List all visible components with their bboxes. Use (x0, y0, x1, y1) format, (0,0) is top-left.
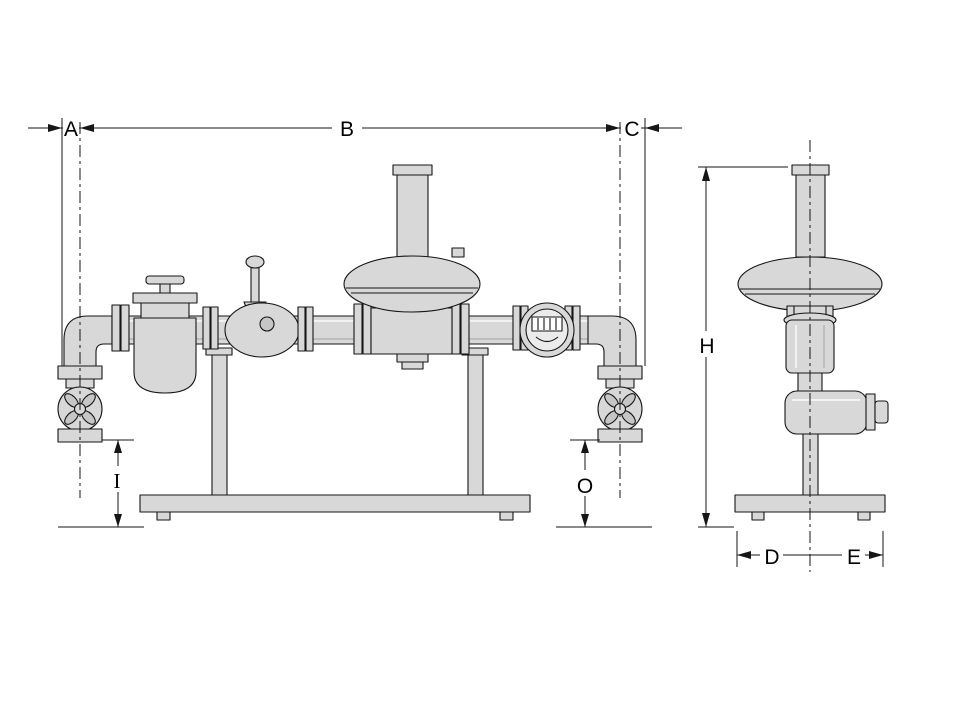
arrow-i-bottom (114, 514, 122, 527)
dimension-label-b: B (340, 118, 354, 141)
geometry (48, 164, 889, 521)
arrow-d-left (737, 551, 751, 559)
arrow-e-right (869, 551, 883, 559)
flange (353, 303, 363, 355)
right-elbow (587, 315, 637, 369)
dimension-label-e: E (847, 546, 861, 569)
front-view (48, 164, 652, 521)
flange (362, 303, 372, 355)
label-backgrounds (63, 116, 865, 567)
valve-stem (250, 265, 260, 307)
arrow-o-top (581, 440, 589, 453)
dimension-label-i: I (114, 469, 121, 493)
strainer-handle (145, 275, 185, 285)
arrow-h-bottom (702, 513, 710, 527)
pilot-cap (392, 164, 433, 176)
gas-meter (512, 302, 581, 358)
dimension-label-d: D (764, 546, 779, 569)
base-foot (857, 511, 871, 521)
valve-stem-knob (245, 255, 265, 269)
dimension-i-lines (58, 439, 144, 528)
dimension-label-a: A (64, 118, 78, 141)
flange (202, 306, 211, 350)
dimension-labels: A B C H I O D E (64, 118, 861, 569)
arrow-o-bottom (581, 514, 589, 527)
flange (451, 303, 461, 355)
side-view (734, 164, 889, 521)
pilot-cylinder (396, 173, 429, 258)
arrow-b-left (80, 124, 94, 132)
flange (111, 304, 121, 352)
base-foot (499, 511, 514, 521)
pipe-stand-left (205, 347, 233, 496)
strainer (111, 275, 198, 394)
left-elbow (63, 315, 113, 369)
dimension-o-lines (556, 439, 652, 528)
arrow-c-right (645, 124, 659, 132)
dimension-arrowheads (48, 124, 883, 559)
valve-body (224, 302, 300, 358)
dimension-label-c: C (624, 118, 639, 141)
base-foot (751, 511, 765, 521)
side-end-stub (874, 400, 889, 424)
meter-counter-window (531, 316, 563, 332)
side-meter-body (784, 390, 868, 435)
arrow-a-left (48, 124, 62, 132)
vent-fitting (451, 247, 465, 258)
arrow-b-right (606, 124, 620, 132)
dimension-label-h: H (699, 335, 714, 358)
dimension-label-o: O (577, 475, 593, 498)
flange (460, 303, 470, 355)
flange (210, 306, 219, 350)
arrow-i-top (114, 440, 122, 453)
flange (297, 306, 306, 352)
pipe-stand-right (461, 347, 489, 496)
flange (305, 306, 314, 352)
base-plate-front (139, 494, 531, 521)
arrow-h-top (702, 167, 710, 181)
side-end-flange (865, 393, 876, 431)
diaphragm-dome (343, 255, 481, 313)
base-foot (156, 511, 171, 521)
pressure-regulator (343, 164, 481, 370)
flange (512, 305, 521, 351)
shutoff-valve (202, 255, 314, 358)
flange (120, 304, 130, 352)
regulator-body (370, 307, 453, 355)
centerlines (79, 122, 811, 572)
